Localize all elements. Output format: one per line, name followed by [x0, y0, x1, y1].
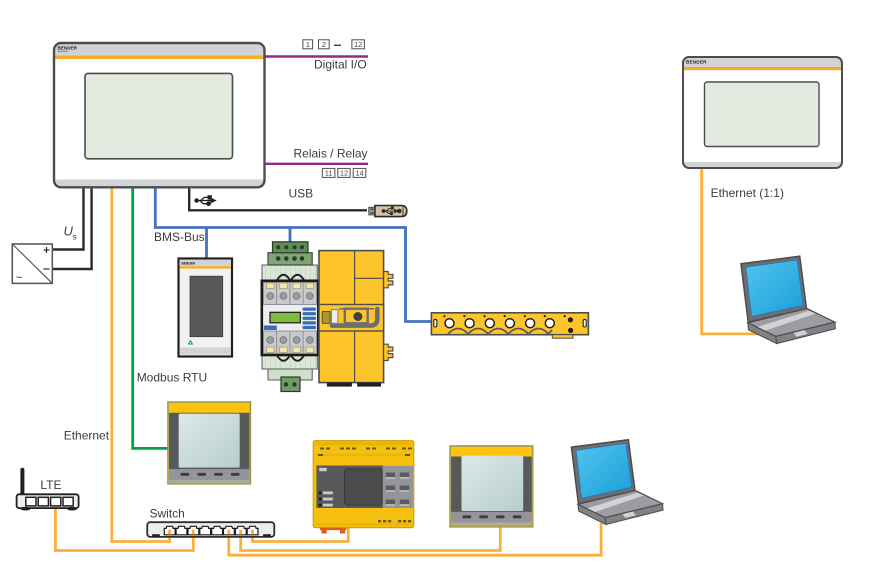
svg-text:BENDER: BENDER [58, 46, 78, 51]
svg-text:U: U [64, 224, 74, 239]
svg-text:Modbus RTU: Modbus RTU [137, 371, 207, 385]
svg-text:1: 1 [306, 40, 310, 49]
svg-text:12: 12 [340, 169, 348, 178]
svg-text:Ethernet (1:1): Ethernet (1:1) [711, 186, 784, 200]
svg-text:Relais / Relay: Relais / Relay [294, 147, 368, 161]
svg-text:Switch: Switch [150, 507, 185, 521]
svg-text:LTE: LTE [40, 478, 61, 492]
svg-text:14: 14 [355, 169, 363, 178]
svg-text:s: s [73, 232, 77, 242]
svg-text:~: ~ [16, 272, 22, 284]
svg-text:12: 12 [354, 40, 362, 49]
svg-text:BENDER: BENDER [686, 60, 707, 65]
svg-text:2: 2 [322, 40, 326, 49]
svg-text:USB: USB [289, 187, 314, 201]
svg-text:BENDER: BENDER [182, 262, 196, 266]
svg-text:11: 11 [325, 169, 333, 178]
svg-text:Digital I/O: Digital I/O [314, 58, 367, 72]
svg-text:Ethernet: Ethernet [64, 429, 110, 443]
svg-text:BMS-Bus: BMS-Bus [154, 230, 205, 244]
